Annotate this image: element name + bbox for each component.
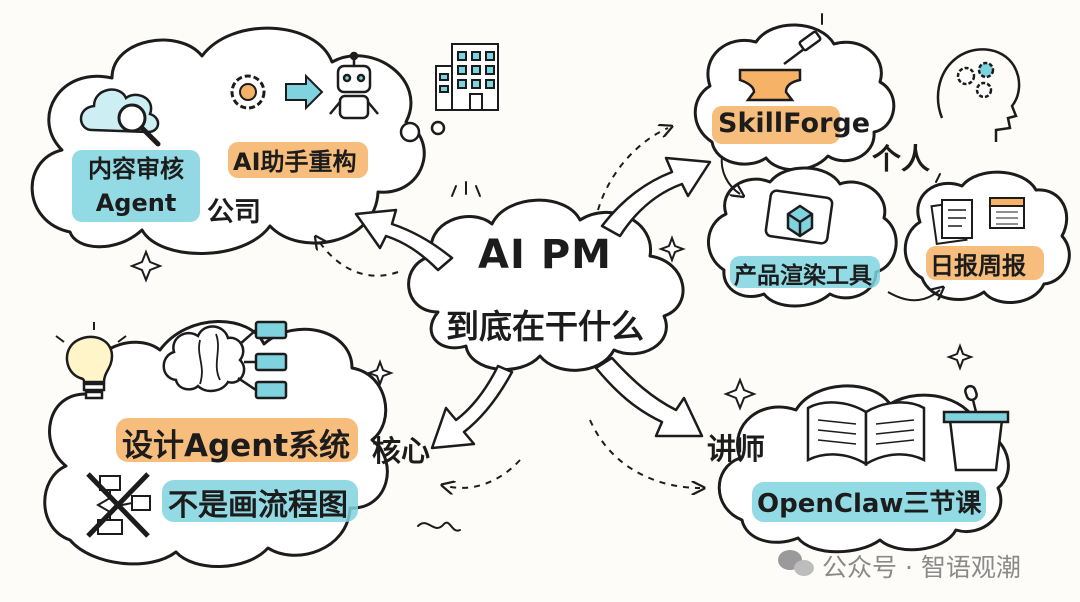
highlight-render-tool <box>730 256 880 288</box>
tablet-cube-icon <box>764 189 834 245</box>
ai-assistant-refactor-label: AI助手重构 <box>233 148 357 176</box>
arrow-to-personal <box>600 156 712 238</box>
personal-branch-label: 个人 <box>872 142 931 176</box>
watermark: 公众号 · 智语观潮 <box>782 548 1021 584</box>
skillforge-cloud <box>693 23 896 172</box>
cloud-search-icon <box>79 88 161 147</box>
watermark-text: 公众号 · 智语观潮 <box>822 553 1021 582</box>
arrow-skillforge-render <box>720 155 740 194</box>
crossed-flowchart-icon <box>86 472 151 538</box>
lecturer-branch-label: 讲师 <box>707 432 766 466</box>
thought-bubble-small <box>430 120 446 136</box>
center-subtitle: 到底在干什么 <box>446 307 644 346</box>
highlight-daily-report <box>926 246 1044 280</box>
core-branch-label: 核心 <box>372 434 431 468</box>
company-branch-label: 公司 <box>207 197 261 228</box>
dashed-arrow-center-lecturer <box>589 419 700 488</box>
content-review-line2: Agent <box>95 189 177 217</box>
skillforge-label: SkillForge <box>718 108 871 139</box>
center-title: AI PM <box>478 232 612 278</box>
sparkle-icon <box>129 235 974 411</box>
arrow-to-lecturer <box>594 356 704 438</box>
daily-weekly-report-label: 日报周报 <box>930 252 1026 280</box>
highlight-ai-assistant <box>228 142 368 178</box>
anvil-hammer-icon <box>738 30 822 102</box>
doodle-strokes <box>417 13 941 532</box>
podium-microphone-icon <box>942 384 1010 472</box>
render-tool-label: 产品渲染工具 <box>734 263 872 289</box>
dashed-arrow-center-skillforge <box>597 128 668 211</box>
highlight-agent-design <box>116 418 358 462</box>
documents-calendar-icon <box>930 197 1025 246</box>
brain-circuit-icon <box>162 320 288 400</box>
lightbulb-icon <box>55 322 127 400</box>
open-book-icon <box>806 401 926 467</box>
gear-icon <box>230 74 266 110</box>
design-agent-system-label: 设计Agent系统 <box>122 428 351 464</box>
highlight-content-review <box>72 150 200 222</box>
highlight-skillforge <box>712 106 840 144</box>
arrow-to-core <box>430 364 514 450</box>
highlight-openclaw <box>752 482 986 522</box>
arrow-render-daily <box>887 290 940 302</box>
wechat-icon <box>778 550 814 576</box>
content-review-agent-label: 内容审核 Agent <box>76 152 196 220</box>
dashed-arrow-center-company <box>318 240 399 277</box>
head-gears-icon <box>936 48 1021 142</box>
arrow-to-company <box>354 208 454 272</box>
thought-bubble-large <box>399 121 421 143</box>
robot-icon <box>329 51 379 120</box>
office-building-icon <box>435 43 499 111</box>
dashed-arrow-center-core <box>446 459 521 488</box>
arrow-right-icon <box>285 73 324 111</box>
not-flowchart-label: 不是画流程图 <box>168 488 348 523</box>
openclaw-course-label: OpenClaw三节课 <box>757 489 982 519</box>
content-review-line1: 内容审核 <box>88 155 184 183</box>
daily-report-cloud <box>903 170 1071 304</box>
highlight-no-flowchart <box>162 480 358 522</box>
